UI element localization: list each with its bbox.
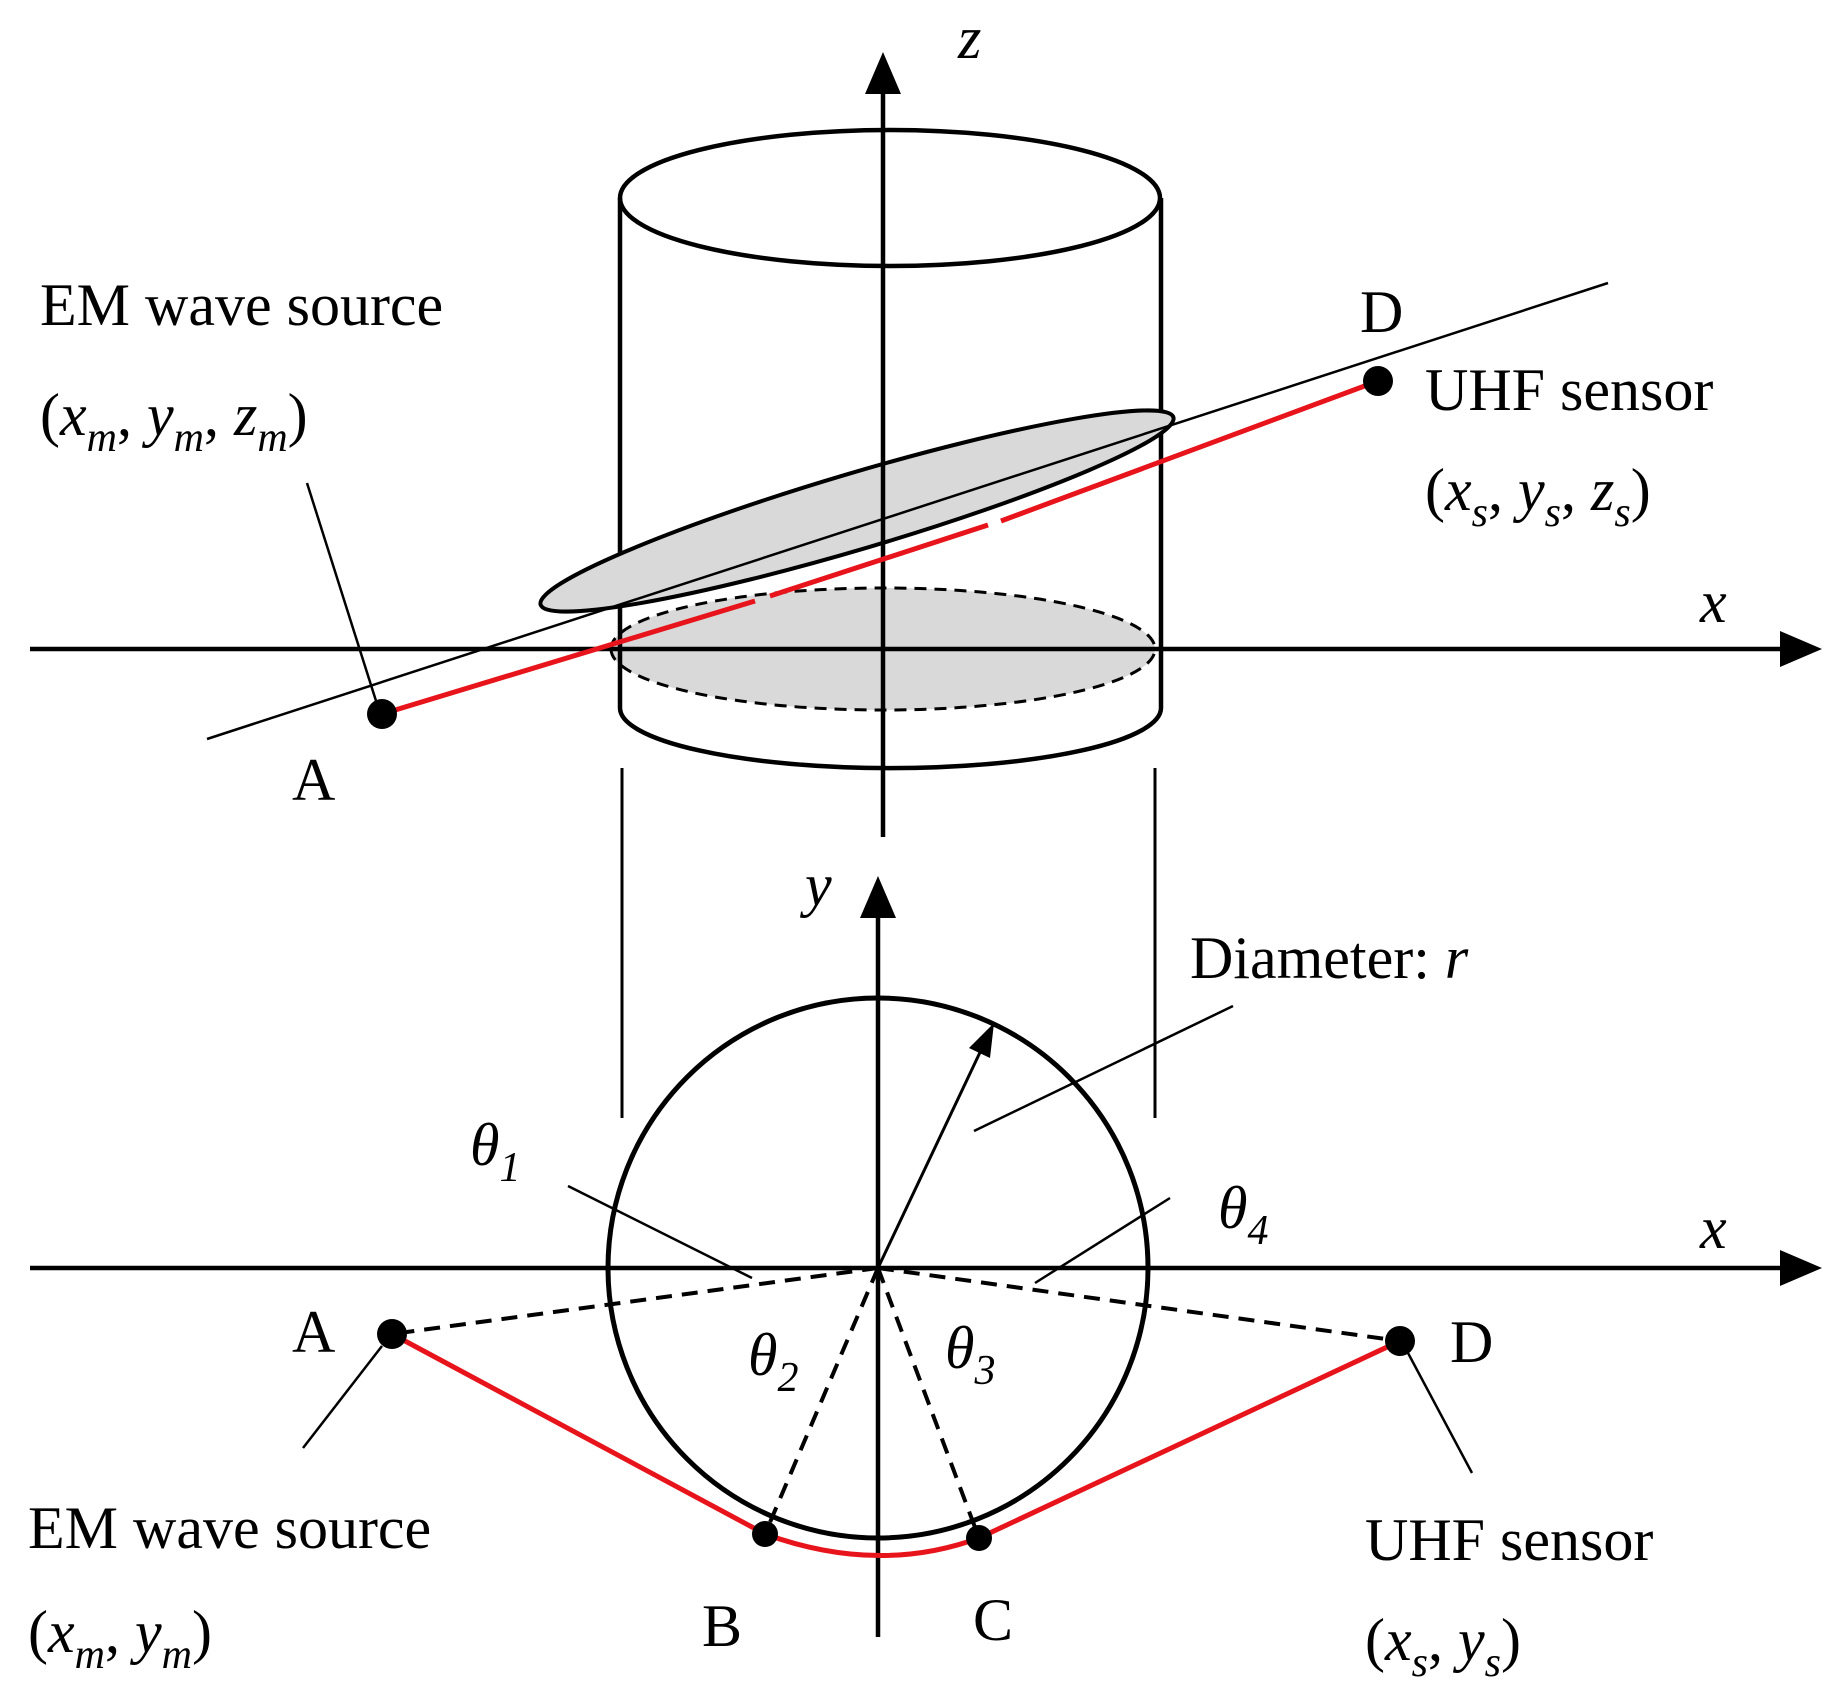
source-title-bottom: EM wave source xyxy=(28,1495,431,1561)
point-d-top xyxy=(1363,366,1393,396)
theta2-label: θ2 xyxy=(748,1322,798,1401)
source-coord-bottom: (xm, ym) xyxy=(28,1599,212,1678)
x-axis-top-arrowhead xyxy=(1780,631,1822,667)
sensor-coord-top: (xs, ys, zs) xyxy=(1425,457,1651,536)
point-a-top-label: A xyxy=(292,747,335,813)
point-b-bottom xyxy=(752,1521,778,1547)
theta1-leader xyxy=(567,1184,753,1280)
source-leader-bottom xyxy=(302,1345,383,1449)
point-a-bottom xyxy=(377,1319,407,1349)
dashed-line-d xyxy=(877,1266,1401,1343)
diameter-label: Diameter: r xyxy=(1190,925,1469,991)
projection-line xyxy=(206,281,1609,741)
dashed-line-c xyxy=(876,1267,981,1539)
cylinder-top-ellipse xyxy=(617,127,1163,269)
source-title-top: EM wave source xyxy=(40,272,443,338)
tilted-section-ellipse xyxy=(538,408,1176,614)
red-path-segment-1 xyxy=(381,598,756,717)
point-d-bottom xyxy=(1385,1326,1415,1356)
point-c-bottom xyxy=(966,1525,992,1551)
z-axis-label: z xyxy=(957,5,981,71)
theta4-label: θ4 xyxy=(1218,1175,1268,1254)
cylinder-bottom-rim xyxy=(617,707,1164,771)
sensor-title-bottom: UHF sensor xyxy=(1365,1507,1653,1573)
dashed-line-b xyxy=(763,1267,880,1535)
point-a-top xyxy=(367,699,397,729)
source-coord-top: (xm, ym, zm) xyxy=(40,382,308,461)
cylinder-3d-view: z x A D EM wave source (xm, ym, zm) UHF … xyxy=(30,5,1822,837)
point-a-bottom-label: A xyxy=(292,1299,335,1365)
x-axis-bottom-arrowhead xyxy=(1780,1250,1822,1286)
point-b-bottom-label: B xyxy=(702,1593,742,1659)
sensor-title-top: UHF sensor xyxy=(1425,357,1713,423)
red-path-bottom xyxy=(390,1331,1402,1559)
theta1-label: θ1 xyxy=(470,1112,520,1191)
cross-section-2d-view: y x Diameter: r θ1 θ2 θ3 θ4 A B C D EM w… xyxy=(28,852,1822,1686)
theta4-leader xyxy=(1034,1196,1171,1285)
z-axis-arrowhead xyxy=(865,52,901,94)
theta3-label: θ3 xyxy=(945,1315,995,1394)
x-axis-top-label: x xyxy=(1699,569,1727,635)
red-path-segment-3 xyxy=(1000,378,1379,524)
sensor-coord-bottom: (xs, ys) xyxy=(1365,1607,1521,1686)
diameter-leader xyxy=(973,1004,1234,1133)
radius-line xyxy=(876,1045,985,1269)
radius-arrowhead xyxy=(969,1023,994,1058)
source-leader-top xyxy=(305,482,379,705)
dashed-line-a xyxy=(391,1266,879,1336)
y-axis-label: y xyxy=(799,852,832,918)
x-axis-bottom-label: x xyxy=(1699,1195,1727,1261)
point-c-bottom-label: C xyxy=(973,1587,1013,1653)
point-d-bottom-label: D xyxy=(1450,1309,1493,1375)
point-d-top-label: D xyxy=(1360,279,1403,345)
red-path-segment-2 xyxy=(769,522,989,599)
sensor-leader-bottom xyxy=(1406,1352,1474,1474)
y-axis-arrowhead xyxy=(860,876,896,918)
